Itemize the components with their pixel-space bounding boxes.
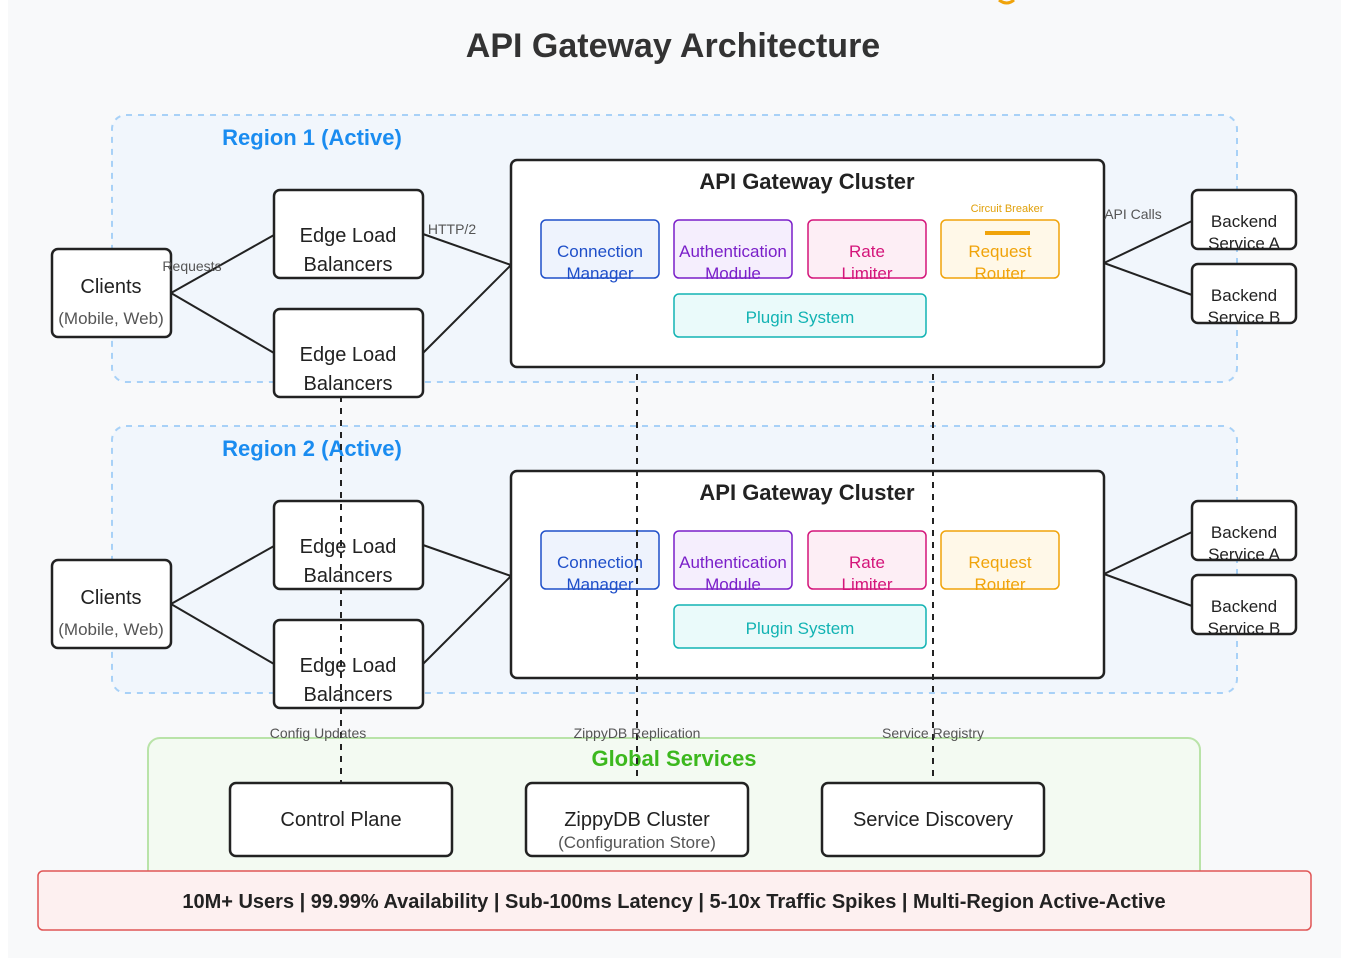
r2-edge-lb-2-line1: Edge Load xyxy=(300,655,397,677)
r2-backend-b-box xyxy=(1190,573,1298,636)
r1-auth-module-box xyxy=(673,219,793,279)
config-updates-label: Config Updates xyxy=(270,725,367,741)
r1-rate-limiter-box xyxy=(807,219,927,279)
r1-auth-module-line2: Module xyxy=(705,264,761,283)
control-plane-title: Control Plane xyxy=(280,809,401,831)
r2-edge-lb-1-box xyxy=(272,499,425,591)
r1-backend-b-line1: Backend xyxy=(1211,286,1277,305)
r2-connection-manager-line1: Connection xyxy=(557,553,643,572)
r1-edge-lb-1-line1: Edge Load xyxy=(300,225,397,247)
r1-requests-label: Requests xyxy=(162,258,221,274)
r1-clients-subtitle: (Mobile, Web) xyxy=(58,309,164,328)
r1-circuit-breaker-label: Circuit Breaker xyxy=(971,203,1044,215)
r1-rate-limiter-line1: Rate xyxy=(849,242,885,261)
r2-request-router-line1: Request xyxy=(968,553,1032,572)
r2-rate-limiter-line1: Rate xyxy=(849,553,885,572)
r1-backend-b-box xyxy=(1190,262,1298,325)
service-registry-label: Service Registry xyxy=(882,725,984,741)
r1-connection-manager-line1: Connection xyxy=(557,242,643,261)
page-title: API Gateway Architecture xyxy=(466,27,880,65)
r1-edge-lb-1-box xyxy=(272,188,425,280)
r1-circuit-breaker-bar xyxy=(985,231,1030,235)
r2-backend-a-line1: Backend xyxy=(1211,523,1277,542)
stats-banner-box xyxy=(37,870,1312,931)
r2-auth-module-line2: Module xyxy=(705,575,761,594)
r1-api-calls-label: API Calls xyxy=(1104,206,1162,222)
r2-backend-a-box xyxy=(1190,499,1298,562)
r2-connection-manager-box xyxy=(540,530,660,590)
r2-clients-box xyxy=(50,558,173,650)
r1-clients-title: Clients xyxy=(80,276,141,298)
r2-plugin-system-label: Plugin System xyxy=(746,619,855,638)
r2-backend-b-line1: Backend xyxy=(1211,597,1277,616)
r2-gateway-to-backend-a-line xyxy=(1103,531,1193,575)
r2-connection-manager-line2: Manager xyxy=(566,575,633,594)
service-discovery-title: Service Discovery xyxy=(853,809,1013,831)
r1-backend-b-line2: Service B xyxy=(1208,308,1281,327)
r1-clients-box xyxy=(50,247,173,339)
r2-auth-module-line1: Authentication xyxy=(679,553,787,572)
r1-gateway-title: API Gateway Cluster xyxy=(699,169,915,194)
r1-elb1-to-gateway-line xyxy=(422,233,512,266)
r2-rate-limiter-box xyxy=(807,530,927,590)
r1-http2-label: HTTP/2 xyxy=(428,221,476,237)
r1-rate-limiter-line2: Limiter xyxy=(841,264,892,283)
r2-edge-lb-1-line2: Balancers xyxy=(304,565,393,587)
r1-elb2-to-gateway-line xyxy=(422,264,512,354)
r2-auth-module-box xyxy=(673,530,793,590)
r1-auth-module-line1: Authentication xyxy=(679,242,787,261)
region-2: Region 2 (Active) Clients (Mobile, Web) … xyxy=(50,425,1298,710)
top-decoration-mark xyxy=(998,0,1015,5)
r2-clients-subtitle: (Mobile, Web) xyxy=(58,620,164,639)
r1-connection-manager-box xyxy=(540,219,660,279)
r1-request-router-line2: Router xyxy=(974,264,1025,283)
r1-edge-lb-2-box xyxy=(272,307,425,399)
r2-client-to-elb1-line xyxy=(170,545,275,605)
region-1-connections xyxy=(170,220,1193,354)
r1-gateway-to-backend-b-line xyxy=(1103,262,1193,296)
r2-backend-a-line2: Service A xyxy=(1208,545,1280,564)
global-links xyxy=(340,374,934,783)
region-1-label: Region 1 (Active) xyxy=(222,125,402,150)
r2-backend-b-line2: Service B xyxy=(1208,619,1281,638)
r2-edge-lb-2-box xyxy=(272,618,425,710)
r1-backend-a-line1: Backend xyxy=(1211,212,1277,231)
region-2-connections xyxy=(170,531,1193,665)
r2-rate-limiter-line2: Limiter xyxy=(841,575,892,594)
r2-request-router-box xyxy=(940,530,1060,590)
zippydb-replication-label: ZippyDB Replication xyxy=(574,725,701,741)
r1-edge-lb-1-line2: Balancers xyxy=(304,254,393,276)
global-services: Global Services Control Plane ZippyDB Cl… xyxy=(147,737,1201,886)
r1-client-to-elb2-line xyxy=(170,292,275,354)
r1-plugin-system-label: Plugin System xyxy=(746,308,855,327)
region-1: Region 1 (Active) Clients (Mobile, Web) … xyxy=(50,114,1298,399)
r2-elb1-to-gateway-line xyxy=(422,544,512,577)
r2-plugin-system-box xyxy=(673,604,927,649)
r2-edge-lb-1-line1: Edge Load xyxy=(300,536,397,558)
r2-clients-title: Clients xyxy=(80,587,141,609)
global-services-label: Global Services xyxy=(591,746,756,771)
r2-gateway-to-backend-b-line xyxy=(1103,573,1193,607)
r2-request-router-line2: Router xyxy=(974,575,1025,594)
zippydb-cluster-subtitle: (Configuration Store) xyxy=(558,833,716,852)
r1-request-router-line1: Request xyxy=(968,242,1032,261)
zippydb-cluster-title: ZippyDB Cluster xyxy=(564,809,710,831)
r2-elb2-to-gateway-line xyxy=(422,575,512,665)
r2-client-to-elb2-line xyxy=(170,603,275,665)
r1-backend-a-box xyxy=(1190,188,1298,251)
r1-connection-manager-line2: Manager xyxy=(566,264,633,283)
r1-client-to-elb1-line xyxy=(170,234,275,294)
r1-gateway-to-backend-a-line xyxy=(1103,220,1193,264)
r1-backend-a-line2: Service A xyxy=(1208,234,1280,253)
r2-gateway-title: API Gateway Cluster xyxy=(699,480,915,505)
stats-banner-text: 10M+ Users | 99.99% Availability | Sub-1… xyxy=(182,891,1165,913)
region-2-label: Region 2 (Active) xyxy=(222,436,402,461)
r1-edge-lb-2-line1: Edge Load xyxy=(300,344,397,366)
r2-edge-lb-2-line2: Balancers xyxy=(304,684,393,706)
r1-edge-lb-2-line2: Balancers xyxy=(304,373,393,395)
r1-plugin-system-box xyxy=(673,293,927,338)
